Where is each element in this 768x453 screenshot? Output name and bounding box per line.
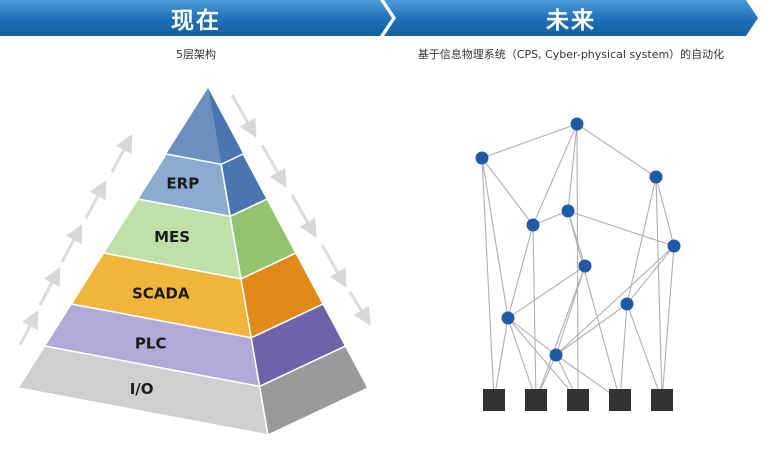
down-arrow xyxy=(348,291,371,326)
network-edge xyxy=(655,176,663,401)
network-edge xyxy=(493,317,509,401)
up-arrow xyxy=(38,267,61,306)
pyramid-layer-label: PLC xyxy=(135,335,167,353)
network-nodes xyxy=(475,117,681,362)
device-node xyxy=(567,389,589,411)
network-edge xyxy=(619,303,628,401)
current-heading-banner: 现在 xyxy=(0,0,392,36)
pyramid-layer-label: I/O xyxy=(130,380,154,398)
network-edge xyxy=(507,224,534,319)
network-edge xyxy=(626,176,657,305)
network-edge xyxy=(481,157,495,401)
network-node xyxy=(501,311,515,325)
network-edge xyxy=(655,176,675,247)
pyramid-layer-label: SCADA xyxy=(132,284,190,302)
network-edge xyxy=(507,265,586,319)
network-node xyxy=(570,117,584,131)
network-edges xyxy=(481,123,675,401)
future-heading-banner: 未来 xyxy=(384,0,758,36)
pyramid-layer-label: ERP xyxy=(166,174,199,192)
network-edge xyxy=(481,157,509,319)
device-node xyxy=(651,389,673,411)
pyramid-peak-side xyxy=(208,88,244,165)
down-arrow xyxy=(260,144,287,188)
network-edge xyxy=(532,123,578,226)
network-edge xyxy=(532,224,537,401)
network-node xyxy=(667,239,681,253)
network-edge xyxy=(567,123,578,212)
down-arrow xyxy=(230,94,257,138)
down-arrow xyxy=(290,194,317,238)
network-edge xyxy=(507,317,579,401)
network-devices xyxy=(483,389,673,411)
up-arrow xyxy=(60,224,83,263)
network-edge xyxy=(567,210,621,401)
down-arrow xyxy=(320,244,347,288)
downward-arrows xyxy=(230,94,371,326)
network-edge xyxy=(555,265,586,356)
up-arrow xyxy=(18,310,39,346)
network-edge xyxy=(507,317,537,401)
current-heading: 现在 xyxy=(171,8,221,34)
pyramid-peak-front xyxy=(166,88,222,165)
network-node xyxy=(578,259,592,273)
up-arrow xyxy=(84,180,107,219)
network-edge xyxy=(576,123,579,401)
network-edge xyxy=(555,245,675,356)
pyramid-layer-side xyxy=(258,345,370,437)
network-node xyxy=(475,151,489,165)
up-arrow xyxy=(110,134,133,173)
network-edge xyxy=(626,303,663,401)
network-node xyxy=(549,348,563,362)
network-edge xyxy=(567,210,675,247)
device-node xyxy=(609,389,631,411)
network-node xyxy=(561,204,575,218)
five-layer-pyramid: ERP MES SCADA PLC I/O xyxy=(16,88,370,437)
device-node xyxy=(483,389,505,411)
network-edge xyxy=(576,123,657,178)
current-subtitle: 5层架构 xyxy=(176,48,216,61)
network-edge xyxy=(507,317,557,356)
network-edge xyxy=(661,245,675,401)
pyramid-layer-label: MES xyxy=(154,228,190,246)
upward-arrows xyxy=(18,134,133,346)
network-edge xyxy=(481,157,534,226)
device-node xyxy=(525,389,547,411)
future-subtitle: 基于信息物理系统（CPS, Cyber-physical system）的自动化 xyxy=(417,48,725,61)
network-edge xyxy=(535,265,586,401)
future-heading: 未来 xyxy=(546,8,596,34)
network-edge xyxy=(555,303,628,356)
network-node xyxy=(620,297,634,311)
network-edge xyxy=(626,245,675,305)
network-node xyxy=(526,218,540,232)
network-node xyxy=(649,170,663,184)
network-edge xyxy=(481,123,578,159)
